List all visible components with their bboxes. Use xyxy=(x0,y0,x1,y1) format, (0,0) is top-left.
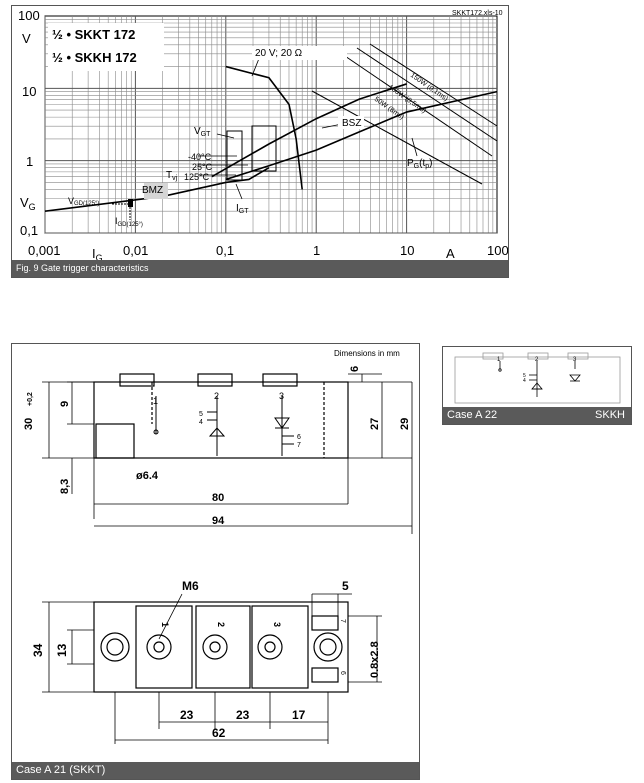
dim-62: 62 xyxy=(212,726,226,740)
x-tick-0-001: 0,001 xyxy=(28,243,61,258)
series-line-2 xyxy=(211,83,407,178)
chart-title-line-1: ½ • SKKT 172 xyxy=(52,27,135,42)
top-pin-6: 6 xyxy=(339,671,346,675)
figure-caption: Fig. 9 Gate trigger characteristics xyxy=(12,260,508,277)
a22-pin-2: 2 xyxy=(535,357,539,363)
case-a22-panel: 1 2 3 5 4 Case A 22 SKKH xyxy=(442,346,632,425)
a22-pin-3: 3 xyxy=(573,357,577,363)
y-axis-label: VG xyxy=(20,195,36,212)
dim-23-a: 23 xyxy=(180,708,194,722)
pg-label: PG(tp) xyxy=(407,158,432,170)
file-label: SKKT172.xls-10 xyxy=(452,10,503,17)
side-pin-6: 6 xyxy=(297,434,301,441)
dim-8-3: 8,3 xyxy=(59,479,71,494)
dim-34: 34 xyxy=(31,643,45,657)
tvj-label: Tvj xyxy=(166,170,178,182)
dim-80: 80 xyxy=(212,492,224,504)
source-annotation: 20 V; 20 Ω xyxy=(255,48,303,59)
gate-trigger-chart: 100 V 10 1 0,1 VG 0,001 0,01 0,1 1 10 10… xyxy=(18,8,508,260)
side-pin-5: 5 xyxy=(199,411,203,418)
y-tick-100: 100 xyxy=(18,8,40,23)
dim-dia-6-4: ø6.4 xyxy=(136,470,159,482)
dim-23-b: 23 xyxy=(236,708,250,722)
series-line-3 xyxy=(44,166,270,213)
chart-title-line-2: ½ • SKKH 172 xyxy=(52,50,137,65)
x-tick-10: 10 xyxy=(400,243,414,258)
dim-27: 27 xyxy=(369,418,381,430)
bmz-label: BMZ xyxy=(142,185,163,196)
dim-6: 6 xyxy=(349,366,361,372)
a22-pin-1: 1 xyxy=(497,357,501,363)
x-tick-100: 100 xyxy=(487,243,508,258)
x-tick-0-1: 0,1 xyxy=(216,243,234,258)
dim-94: 94 xyxy=(212,515,225,527)
figure-9-panel: 100 V 10 1 0,1 VG 0,001 0,01 0,1 1 10 10… xyxy=(11,5,509,278)
y-tick-0-1: 0,1 xyxy=(20,223,38,238)
dim-30-tolerance: +0,2 xyxy=(27,392,34,406)
dim-17: 17 xyxy=(292,708,306,722)
dim-13: 13 xyxy=(55,643,69,657)
y-unit-label: V xyxy=(22,31,31,46)
side-pin-3: 3 xyxy=(279,391,284,401)
bsz-label: BSZ xyxy=(342,118,361,129)
temp-125: 125°C xyxy=(184,172,210,182)
side-pin-1: 1 xyxy=(153,396,158,406)
case-a22-model: SKKH xyxy=(595,409,625,421)
igt-label: IGT xyxy=(236,203,249,215)
top-pin-7: 7 xyxy=(339,619,346,623)
side-pin-2: 2 xyxy=(214,391,219,401)
temp-minus40: -40°C xyxy=(188,152,212,162)
a22-pin-5: 5 xyxy=(523,373,526,379)
case-a22-caption: Case A 22 xyxy=(447,409,498,421)
dim-30: 30 xyxy=(23,418,35,430)
igd-label: IGD(125°) xyxy=(115,216,143,228)
dim-0-8x2-8: 0.8x2.8 xyxy=(369,641,381,678)
case-a21-panel: Dimensions in mm xyxy=(11,343,420,780)
side-pin-7: 7 xyxy=(297,442,301,449)
y-tick-1: 1 xyxy=(26,154,33,169)
case-a22-drawing: 1 2 3 5 4 xyxy=(454,352,621,404)
dim-29: 29 xyxy=(399,418,411,430)
case-a22-caption-bar: Case A 22 SKKH xyxy=(443,407,631,424)
x-tick-1: 1 xyxy=(313,243,320,258)
x-tick-0-01: 0,01 xyxy=(123,243,148,258)
vgt-label: VGT xyxy=(194,126,211,138)
x-axis-label: IG xyxy=(92,246,103,260)
case-a21-caption: Case A 21 (SKKT) xyxy=(12,762,419,779)
side-pin-4: 4 xyxy=(199,419,203,426)
dim-m6: M6 xyxy=(182,579,199,593)
series-line-4 xyxy=(225,65,303,190)
y-tick-10: 10 xyxy=(22,84,36,99)
chart-overlays xyxy=(48,23,498,220)
dim-9: 9 xyxy=(59,401,71,407)
top-pin-2: 2 xyxy=(216,622,226,627)
units-note: Dimensions in mm xyxy=(334,349,400,358)
x-unit-label: A xyxy=(446,246,455,260)
vgd-label: VGD(125°) xyxy=(68,196,99,207)
top-pin-3: 3 xyxy=(272,622,282,627)
case-a21-drawing: Dimensions in mm xyxy=(23,349,413,744)
dim-5: 5 xyxy=(342,579,349,593)
temp-25: 25°C xyxy=(192,162,213,172)
a22-pin-4: 4 xyxy=(523,378,526,384)
top-pin-1: 1 xyxy=(160,622,170,627)
